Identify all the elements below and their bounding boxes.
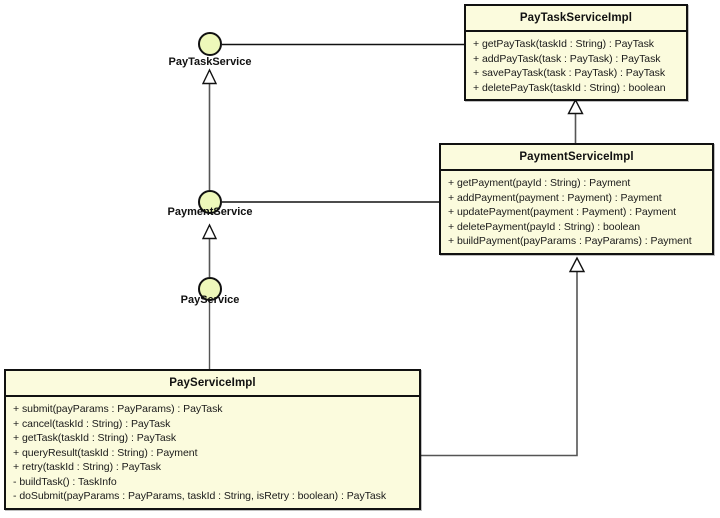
class-member: + addPayTask(task : PayTask) : PayTask [473, 52, 661, 65]
class-member: + submit(payParams : PayParams) : PayTas… [13, 403, 223, 415]
generalization-arrow-paytaskservice [201, 68, 218, 85]
class-member: + deletePayTask(taskId : String) : boole… [473, 81, 666, 94]
class-member: - doSubmit(payParams : PayParams, taskId… [13, 490, 387, 502]
class-member: + getPayment(payId : String) : Payment [448, 177, 631, 189]
interface-label-paymentservice: PaymentService [167, 206, 253, 218]
class-member: + retry(taskId : String) : PayTask [13, 461, 161, 473]
class-title-pay-task-service-impl: PayTaskServiceImpl [466, 6, 686, 32]
class-member: + queryResult(taskId : String) : Payment [13, 446, 198, 459]
class-title-payment-service-impl: PaymentServiceImpl [441, 145, 712, 171]
generalization-arrow-paymentserviceimpl [568, 256, 586, 273]
class-member: + deletePayment(payId : String) : boolea… [448, 220, 641, 233]
class-member: + getPayTask(taskId : String) : PayTask [473, 38, 655, 50]
class-member: + savePayTask(task : PayTask) : PayTask [473, 67, 666, 79]
class-title-pay-service-impl: PayServiceImpl [6, 371, 419, 397]
interface-lollipop-payservice[interactable] [198, 277, 222, 301]
class-member: + buildPayment(payParams : PayParams) : … [448, 235, 692, 247]
interface-lollipop-paymentservice[interactable] [198, 190, 222, 214]
class-box-pay-service-impl[interactable]: PayServiceImpl + submit(payParams : PayP… [4, 369, 421, 510]
class-box-pay-task-service-impl[interactable]: PayTaskServiceImpl + getPayTask(taskId :… [464, 4, 688, 101]
class-members-pay-service-impl: + submit(payParams : PayParams) : PayTas… [6, 397, 419, 508]
class-members-pay-task-service-impl: + getPayTask(taskId : String) : PayTask … [466, 32, 686, 99]
interface-label-paytaskservice: PayTaskService [168, 56, 252, 68]
class-box-payment-service-impl[interactable]: PaymentServiceImpl + getPayment(payId : … [439, 143, 714, 255]
class-members-payment-service-impl: + getPayment(payId : String) : Payment +… [441, 171, 712, 253]
class-member: + addPayment(payment : Payment) : Paymen… [448, 191, 662, 204]
interface-label-payservice: PayService [180, 294, 240, 306]
class-member: + getTask(taskId : String) : PayTask [13, 432, 177, 444]
connector-payimpl-to-paymentimpl [421, 272, 578, 457]
class-member: + cancel(taskId : String) : PayTask [13, 417, 171, 430]
interface-lollipop-paytaskservice[interactable] [198, 32, 222, 56]
generalization-arrow-paytaskserviceimpl [567, 98, 584, 115]
class-member: - buildTask() : TaskInfo [13, 475, 117, 488]
generalization-arrow-paymentservice [201, 223, 218, 240]
class-member: + updatePayment(payment : Payment) : Pay… [448, 206, 677, 218]
